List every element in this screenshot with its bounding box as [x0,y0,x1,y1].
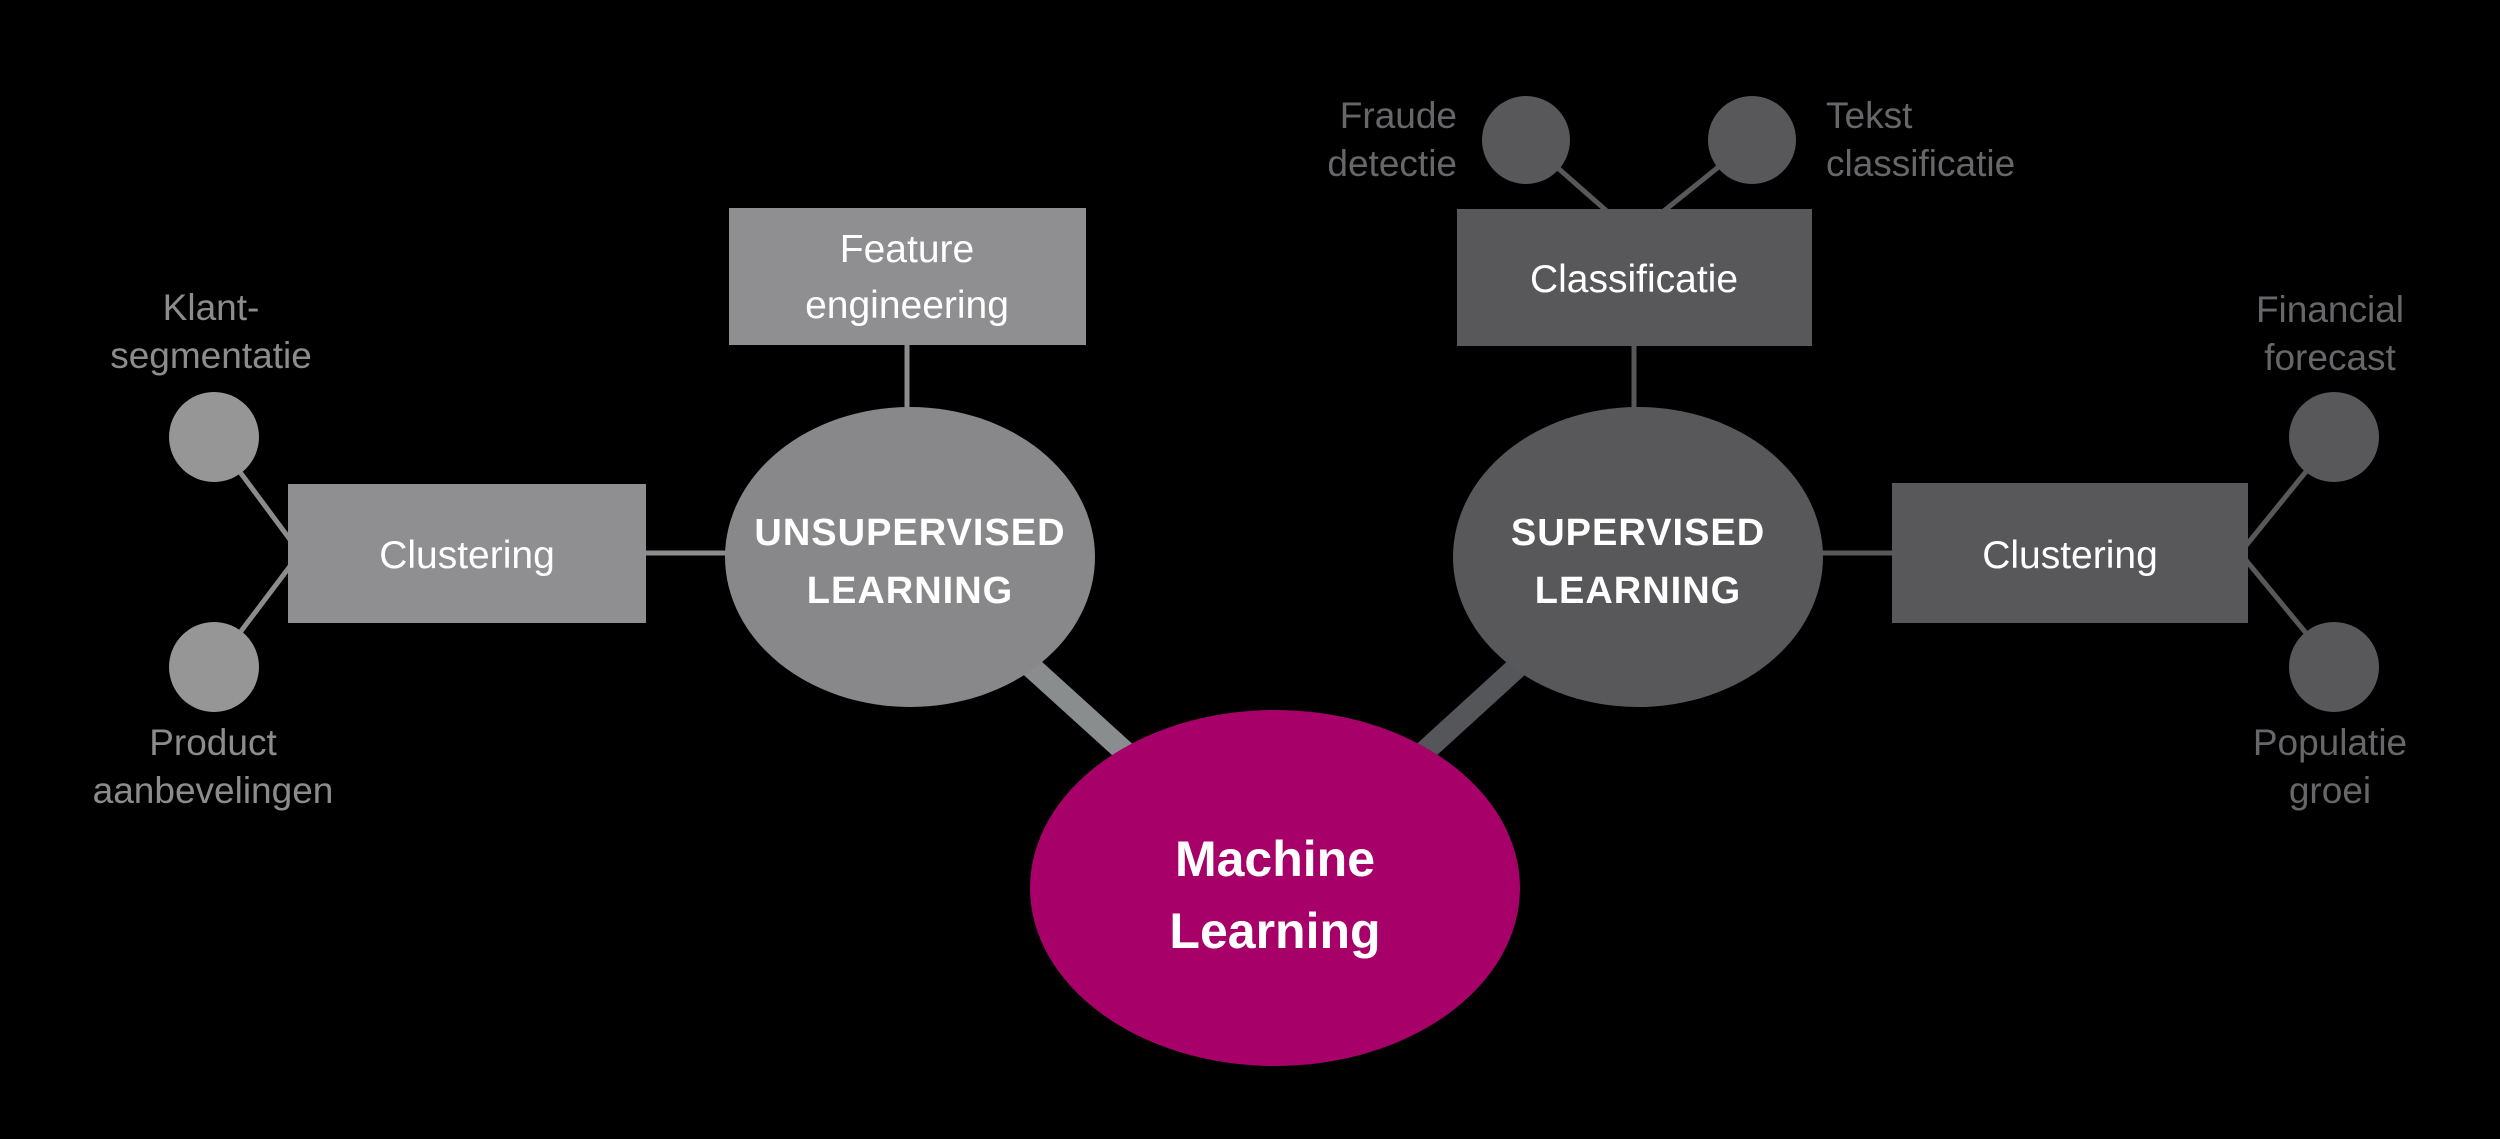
unsupervised-learning-node [725,407,1095,707]
clustering-right-box-label: Clustering [1982,534,2158,577]
unsupervised-label-line2: LEARNING [807,570,1013,612]
fraude-detectie-circle [1482,96,1570,184]
leaf-nodes [169,96,2379,712]
financial-forecast-label-line2: forecast [2264,337,2396,378]
product-aanbevelingen-circle [169,622,259,712]
machine-learning-node [1030,710,1520,1066]
klant-segmentatie-label-line1: Klant- [163,287,260,328]
financial-forecast-label-line1: Financial [2256,289,2404,330]
tekst-classificatie-label-line2: classificatie [1826,143,2015,184]
unsupervised-label-line1: UNSUPERVISED [754,512,1065,554]
clustering-left-box-label: Clustering [379,534,555,577]
tekst-classificatie-circle [1708,96,1796,184]
product-aanbevelingen-label-line1: Product [149,722,277,763]
product-aanbevelingen-label-line2: aanbevelingen [93,770,334,811]
feature-box-label-line2: engineering [805,284,1009,327]
clustering-box-right [1892,483,2248,623]
tekst-classificatie-label-line1: Tekst [1826,95,1913,136]
populatie-groei-label-line2: groei [2289,770,2371,811]
fraude-detectie-label-line1: Fraude [1340,95,1457,136]
klant-segmentatie-label-line2: segmentatie [110,335,312,376]
classificatie-box [1457,209,1812,346]
populatie-groei-circle [2289,622,2379,712]
clustering-box-left [288,484,646,623]
classificatie-box-label: Classificatie [1530,258,1738,301]
fraude-detectie-label-line2: detectie [1327,143,1457,184]
supervised-label-line2: LEARNING [1535,570,1741,612]
machine-learning-label-line2: Learning [1169,903,1380,959]
klant-segmentatie-circle [169,392,259,482]
labels: Feature engineering Classificatie Cluste… [93,95,2408,959]
feature-engineering-box [729,208,1086,345]
machine-learning-label-line1: Machine [1175,831,1375,887]
supervised-label-line1: SUPERVISED [1511,512,1765,554]
financial-forecast-circle [2289,392,2379,482]
feature-box-label-line1: Feature [840,228,974,271]
supervised-learning-node [1453,407,1823,707]
populatie-groei-label-line1: Populatie [2253,722,2407,763]
